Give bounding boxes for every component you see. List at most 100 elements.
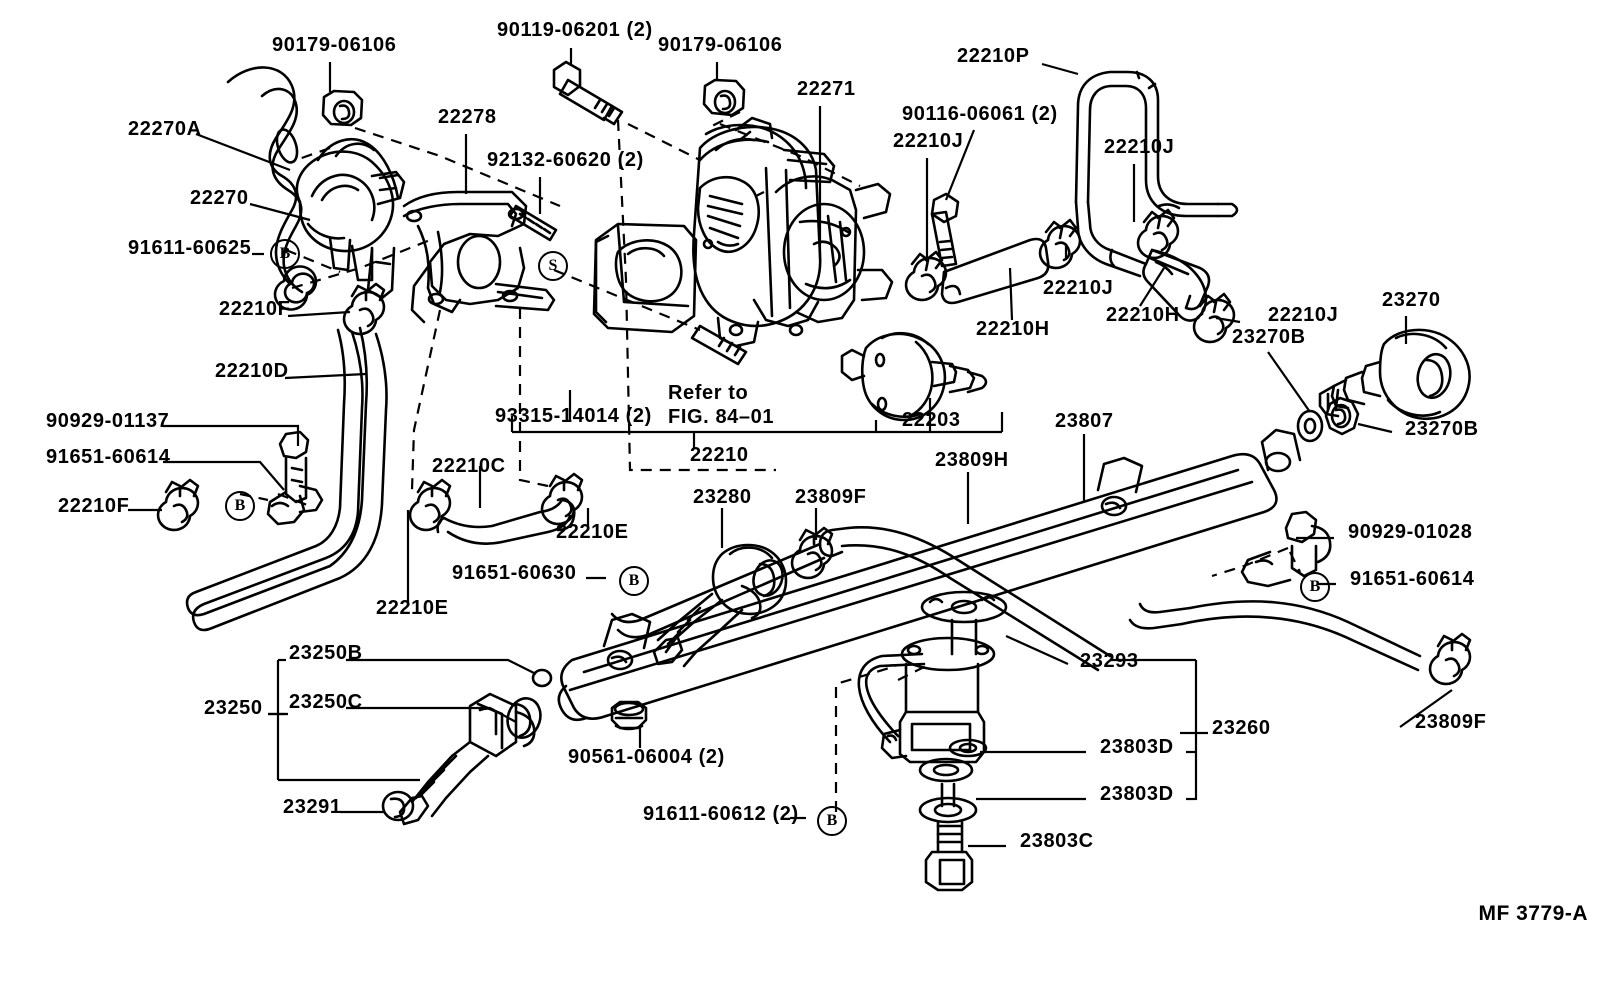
part-22203-isc-valve xyxy=(840,331,988,422)
clamp-22210f-upper xyxy=(342,282,386,336)
label-22278: 22278 xyxy=(438,106,497,128)
bolt-90116-06061 xyxy=(930,192,960,268)
label-22210h-right: 22210H xyxy=(1106,304,1180,326)
washer-23803d-a xyxy=(948,738,988,758)
label-23270b-lower: 23270B xyxy=(1405,418,1479,440)
label-90179-06106-right: 90179-06106 xyxy=(658,34,783,56)
label-92132-60620: 92132-60620 (2) xyxy=(487,149,644,171)
label-91611-60625: 91611-60625 xyxy=(128,237,252,259)
label-22210e-left: 22210E xyxy=(376,597,449,619)
clamp-23809f-left xyxy=(790,526,834,580)
refer-to-note-line1: Refer to xyxy=(668,382,749,404)
label-22210j-left: 22210J xyxy=(893,130,964,152)
label-22270a: 22270A xyxy=(128,118,202,140)
clamp-23809f-right xyxy=(1428,632,1472,686)
label-90179-06106-left: 90179-06106 xyxy=(272,34,397,56)
oring-23250b xyxy=(531,668,553,688)
hose-22210h-right xyxy=(1142,248,1211,322)
bracket-22278 xyxy=(402,190,556,324)
part-23293-flange xyxy=(900,590,1008,672)
clamp-22210j-b xyxy=(1038,218,1082,270)
rail-left-cap xyxy=(557,684,588,722)
bolt-90119-06201 xyxy=(552,60,624,126)
label-91611-60612: 91611-60612 (2) xyxy=(643,803,799,825)
clamp-22210j-d xyxy=(1192,292,1236,344)
washer-23270b-1 xyxy=(1296,409,1324,443)
label-22210p: 22210P xyxy=(957,45,1030,67)
label-22210c: 22210C xyxy=(432,455,506,477)
label-23250b: 23250B xyxy=(289,642,363,664)
label-22271: 22271 xyxy=(797,78,856,100)
hose-22210p xyxy=(1074,70,1239,218)
label-23270: 23270 xyxy=(1382,289,1441,311)
label-23291: 23291 xyxy=(283,796,342,818)
hose-22210h-left xyxy=(940,237,1050,305)
marker-b-91611-60625: B xyxy=(270,239,300,269)
stud-92132-60620 xyxy=(508,204,558,242)
hose-22210c xyxy=(436,498,576,545)
nut-90179-06106-left xyxy=(321,89,364,127)
label-23250: 23250 xyxy=(204,697,263,719)
label-23809f-right: 23809F xyxy=(1415,711,1487,733)
nut-90179-06106-right xyxy=(702,78,746,117)
refer-to-note-line2: FIG. 84–01 xyxy=(668,406,775,428)
marker-b-91651-60630: B xyxy=(619,566,649,596)
clamp-22210e-left xyxy=(408,478,452,532)
label-90929-01028: 90929-01028 xyxy=(1348,521,1473,543)
label-90561-06004: 90561-06004 (2) xyxy=(568,746,725,768)
marker-b-91651-60614-right: B xyxy=(1300,572,1330,602)
hose-23809h-left-run xyxy=(610,542,826,639)
label-23250c: 23250C xyxy=(289,691,363,713)
label-91651-60614-right: 91651-60614 xyxy=(1350,568,1475,590)
hose-22210p-lower-end xyxy=(1074,200,1148,278)
label-22210d: 22210D xyxy=(215,360,289,382)
label-22210f-lower: 22210F xyxy=(58,495,130,517)
part-23807-fuel-rail xyxy=(560,428,1302,720)
part-23291-grommet xyxy=(381,790,415,822)
washer-23270b-2 xyxy=(1324,396,1360,436)
return-pipe xyxy=(857,652,926,744)
label-22210j-mid: 22210J xyxy=(1043,277,1114,299)
label-22270: 22270 xyxy=(190,187,249,209)
label-23803c: 23803C xyxy=(1020,830,1094,852)
insulator-90561-06004 xyxy=(610,700,648,731)
label-91651-60630: 91651-60630 xyxy=(452,562,577,584)
label-23260: 23260 xyxy=(1212,717,1271,739)
clamp-22210e-right xyxy=(540,472,584,526)
label-23293: 23293 xyxy=(1080,650,1139,672)
label-23803d-upper: 23803D xyxy=(1100,736,1174,758)
label-90119-06201: 90119-06201 (2) xyxy=(497,19,653,41)
part-22271-throttle-body xyxy=(692,116,894,348)
part-23270-damper xyxy=(1318,328,1471,421)
hose-23809h xyxy=(818,526,1112,672)
label-23809h: 23809H xyxy=(935,449,1009,471)
label-22210: 22210 xyxy=(690,444,749,466)
label-23807: 23807 xyxy=(1055,410,1114,432)
sheet-code-stamp: MF 3779-A xyxy=(1478,902,1588,925)
hose-23809h-right-run xyxy=(1128,600,1422,672)
label-22210j-upper: 22210J xyxy=(1104,136,1175,158)
label-23280: 23280 xyxy=(693,486,752,508)
clamp-22210f-lower xyxy=(156,478,200,532)
part-23250-injector xyxy=(398,692,542,826)
part-23260-regulator xyxy=(880,662,986,892)
label-90116-06061: 90116-06061 (2) xyxy=(902,103,1058,125)
label-91651-60614-left: 91651-60614 xyxy=(46,446,171,468)
label-23270b-upper: 23270B xyxy=(1232,326,1306,348)
clamp-90929-01137 xyxy=(266,430,324,526)
group-brackets xyxy=(268,412,1208,801)
marker-b-91611-60612: B xyxy=(817,806,847,836)
marker-s-93315-14014: S xyxy=(538,251,568,281)
label-22210e-right: 22210E xyxy=(556,521,629,543)
part-22210-gasket-spacer xyxy=(592,222,748,366)
hose-22210d xyxy=(185,326,388,632)
label-93315-14014: 93315-14014 (2) xyxy=(495,405,652,427)
marker-b-91651-60614-left: B xyxy=(225,491,255,521)
label-22210f-upper: 22210F xyxy=(219,298,291,320)
leader-lines xyxy=(128,48,1453,848)
label-23809f-left: 23809F xyxy=(795,486,867,508)
label-23803d-lower: 23803D xyxy=(1100,783,1174,805)
label-22203: 22203 xyxy=(902,409,961,431)
